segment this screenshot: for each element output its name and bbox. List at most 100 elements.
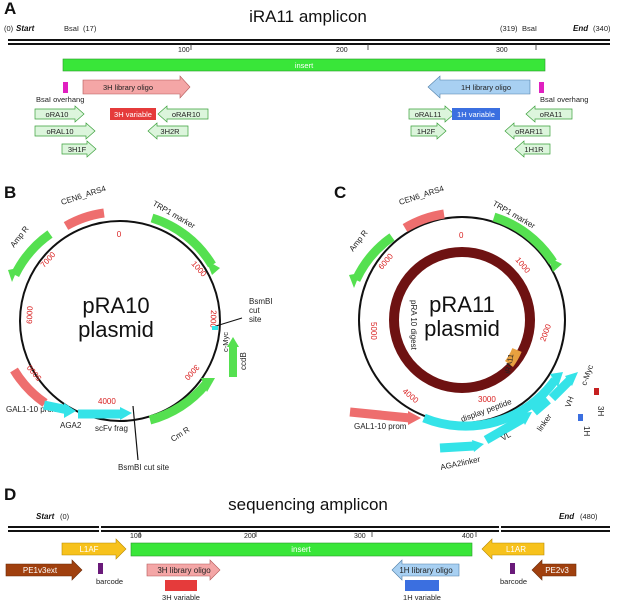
pra11-cmyc-label: c-Myc: [579, 364, 595, 387]
primer-1h1r-arrow: [514, 140, 551, 158]
pra11-tick-3000: 3000: [478, 395, 496, 404]
pra11-gal-feature: [349, 407, 411, 423]
pra10-aga2-label: AGA2: [60, 421, 82, 430]
seq-tick-label-400: 400: [462, 533, 474, 540]
panel-d-title: sequencing amplicon: [228, 495, 388, 514]
panel-c-label: C: [334, 183, 346, 202]
barcode-left-mark: [98, 563, 103, 574]
primer-ora11-arrow: [525, 105, 573, 123]
insert-bar: [62, 58, 546, 72]
pra10-bsmbi-bottom-line: [132, 405, 139, 461]
seq-variable-1h-box: [405, 580, 439, 591]
seq-tick-label-300: 300: [354, 533, 366, 540]
primer-1h2f-label: 1H2F: [417, 127, 436, 136]
oligo-1h-label: 1H library oligo: [461, 83, 511, 92]
seq-oligo-1h-label: 1H library oligo: [399, 566, 453, 575]
pra11-tick-0: 0: [459, 231, 464, 240]
pra10-bsmbi-top-line: [215, 317, 243, 327]
bsai-overhang-left-mark: [63, 82, 68, 93]
pra11-display-arrowhead: [550, 372, 563, 387]
end-position: (340): [593, 24, 611, 33]
pra11-1h-label: 1H: [582, 426, 591, 436]
tick-label-100: 100: [178, 47, 190, 54]
primer-oral10-arrow: [34, 122, 96, 140]
pra10-trp1-feature: [150, 213, 216, 268]
barcode-right-label: barcode: [500, 577, 527, 586]
primer-3h1f-label: 3H1F: [68, 145, 87, 154]
l1ar-label: L1AR: [506, 545, 526, 554]
pra10-plasmid-circle: [19, 220, 221, 422]
pra10-aga2-arrowhead: [64, 403, 76, 418]
pra11-1h-mark: [578, 414, 583, 421]
seq-tick-label-200: 200: [244, 533, 256, 540]
l1af-label: L1AF: [79, 545, 98, 554]
primer-1h1r-label: 1H1R: [524, 145, 544, 154]
pra11-name-line2: plasmid: [424, 316, 500, 341]
pra10-ampr-arrowhead: [8, 268, 18, 282]
pra11-name-line1: pRA11: [429, 292, 495, 317]
variable-3h-box: [110, 108, 156, 120]
pra10-cmr-feature: [148, 381, 210, 425]
pra11-trp1-arrowhead: [548, 257, 562, 272]
pra11-cen6-ars4-label: CEN6_ARS4: [398, 184, 446, 207]
l1af-primer-arrow: [61, 538, 127, 560]
primer-oral10-label: oRAL10: [46, 127, 73, 136]
seq-start-position: (0): [60, 512, 70, 521]
pe2v3-label: PE2v3: [545, 566, 569, 575]
pra11-display-peptide-feature: [422, 377, 559, 431]
pra10-tick-3000: 3000: [182, 363, 201, 383]
primer-oral11-arrow: [408, 105, 455, 123]
bsai-right-position: (319): [500, 24, 518, 33]
seq-insert-bar: [130, 542, 473, 557]
primer-ora10-arrow: [34, 105, 85, 123]
primer-1h2f-arrow: [410, 122, 447, 140]
pra11-aga2linker-label: AGA2linker: [440, 455, 482, 472]
pra11-tick-5000: 5000: [369, 322, 378, 340]
pra11-tick-4000: 4000: [401, 387, 421, 406]
variable-1h-label: 1H variable: [457, 110, 495, 119]
pra10-bsmbi-bottom-label: BsmBI cut site: [118, 463, 170, 472]
pra11-vl-arrowhead: [519, 412, 532, 425]
pra11-tick-6000: 6000: [377, 251, 396, 271]
pra10-cen6-ars4-feature: [63, 208, 105, 230]
pra10-scfv-label: scFv frag: [95, 424, 128, 433]
pra11-vl-feature: [483, 414, 527, 444]
insert-label: insert: [295, 61, 314, 70]
pra10-bsmbi-top-1: BsmBI: [249, 297, 273, 306]
panel-b-label: B: [4, 183, 16, 202]
start-label: Start: [16, 24, 35, 33]
primer-ora11-label: oRA11: [540, 110, 562, 119]
pra10-gal-label: GAL1-10 prom: [6, 405, 59, 414]
bsai-left-position: (17): [83, 24, 97, 33]
seq-tick-label-100: 100: [130, 533, 142, 540]
bsai-left-label: BsaI: [64, 24, 79, 33]
barcode-left-label: barcode: [96, 577, 123, 586]
pra10-ccdb-arrowhead: [227, 337, 239, 347]
seq-variable-3h-box: [165, 580, 197, 591]
pra11-3h-mark: [594, 388, 599, 395]
bsai-overhang-left-label: BsaI overhang: [36, 95, 84, 104]
primer-3h1f-arrow: [61, 140, 97, 158]
pra10-tick-5000: 5000: [25, 363, 44, 383]
pra10-scfv-arrowhead: [120, 407, 132, 420]
pra10-cen6-ars4-label: CEN6_ARS4: [60, 184, 108, 207]
seq-end-label: End: [559, 512, 575, 521]
pra11-ira11-segment: [504, 347, 522, 368]
pra10-ccdb-label: ccdB: [239, 352, 248, 370]
pra11-vh-arrowhead: [565, 372, 578, 386]
primer-orar10-arrow: [157, 105, 209, 123]
seq-insert-label: insert: [291, 545, 311, 554]
pra11-digest-label: pRA 10 digest: [409, 300, 418, 351]
seq-start-label: Start: [36, 512, 55, 521]
pe1v3ext-label: PE1v3ext: [23, 566, 58, 575]
pra10-cmr-arrowhead: [201, 378, 215, 392]
pra10-tick-7000: 7000: [39, 250, 58, 270]
pra11-linker-feature: [531, 396, 551, 416]
pra10-tick-0: 0: [117, 230, 122, 239]
pe2v3-primer-arrow: [531, 559, 577, 581]
pra11-ampr-label: Amp R: [347, 228, 369, 253]
primer-ora10-label: oRA10: [46, 110, 69, 119]
oligo-3h-label: 3H library oligo: [103, 83, 153, 92]
panel-a: A iRA11 amplicon (0) Start BsaI (17) (31…: [4, 0, 611, 158]
pra10-trp1-arrowhead: [206, 260, 220, 275]
